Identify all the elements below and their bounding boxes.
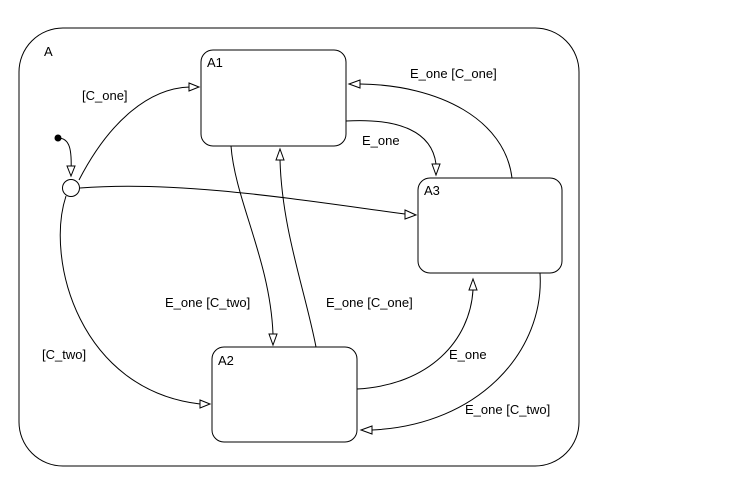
default-transition[interactable] — [54, 134, 76, 178]
transition-A2-to-A1[interactable]: E_one [C_one] — [275, 147, 413, 348]
transition-A3-to-A2[interactable]: E_one [C_two] — [359, 272, 550, 435]
state-A2[interactable]: A2 — [211, 346, 358, 443]
transition-A1-to-A3-label: E_one — [362, 133, 400, 148]
transition-A2-to-A3-label: E_one — [449, 347, 487, 362]
state-A1[interactable]: A1 — [200, 49, 347, 147]
transition-A1-to-A2-label: E_one [C_two] — [165, 295, 250, 310]
state-A3-label: A3 — [424, 183, 440, 198]
transition-A2-to-A3[interactable]: E_one — [356, 277, 487, 390]
transition-A2-to-A1-label: E_one [C_one] — [326, 295, 413, 310]
transition-junction-to-A2[interactable]: [C_two] — [42, 195, 212, 409]
state-A3[interactable]: A3 — [417, 177, 563, 274]
transition-junction-to-A2-label: [C_two] — [42, 347, 86, 362]
superstate-A[interactable]: A — [18, 27, 580, 467]
state-A1-label: A1 — [207, 55, 223, 70]
transition-A1-to-A3[interactable]: E_one — [345, 120, 441, 177]
transition-A3-to-A1[interactable]: E_one [C_one] — [347, 66, 513, 179]
transition-A1-to-A2[interactable]: E_one [C_two] — [165, 145, 278, 347]
connective-junction[interactable] — [62, 179, 80, 197]
state-A2-label: A2 — [218, 353, 234, 368]
transition-junction-to-A1[interactable]: [C_one] — [78, 82, 201, 181]
superstate-A-label: A — [44, 44, 53, 59]
transition-A3-to-A1-label: E_one [C_one] — [410, 66, 497, 81]
transition-A3-to-A2-label: E_one [C_two] — [465, 402, 550, 417]
transition-junction-to-A1-label: [C_one] — [82, 88, 128, 103]
